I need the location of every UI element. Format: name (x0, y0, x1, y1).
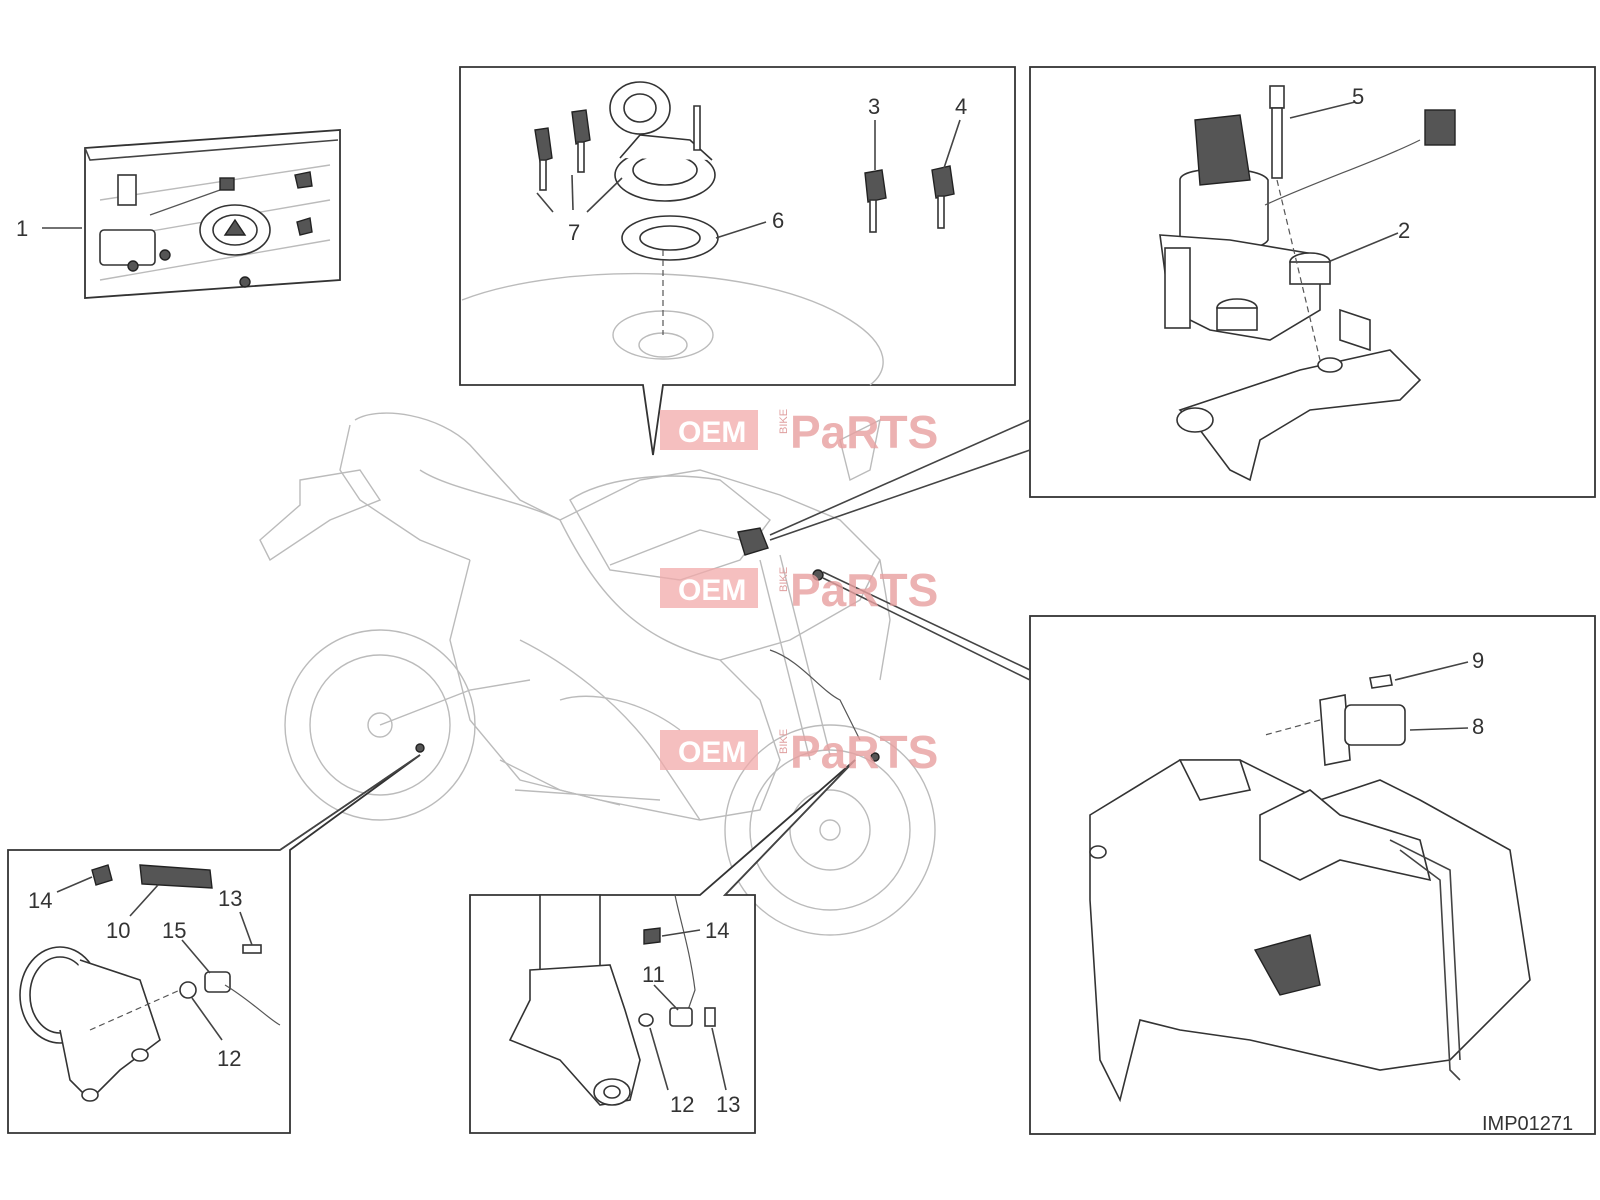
callout-12: 12 (217, 1046, 241, 1071)
callout-12: 12 (670, 1092, 694, 1117)
callout-4: 4 (955, 94, 967, 119)
callout-5: 5 (1352, 84, 1364, 109)
watermark-2: OEM BIKE PaRTS (660, 564, 938, 616)
front-sensor-part (638, 894, 716, 1027)
watermark-sub: BIKE (778, 729, 790, 754)
gasket-part (621, 215, 719, 261)
callout-13: 13 (716, 1092, 740, 1117)
ignition-switch-part (1159, 114, 1331, 341)
watermark-sub: BIKE (778, 409, 790, 434)
panel-fuel-cap (459, 66, 1016, 456)
watermark-sub: BIKE (778, 567, 790, 592)
callout-7: 7 (568, 220, 580, 245)
key-4-part (931, 165, 955, 229)
callout-10: 10 (106, 918, 130, 943)
fuel-cap-part (609, 81, 716, 202)
panel-sensor-box: IMP01271 (1029, 615, 1596, 1135)
panel-front-sensor (469, 759, 856, 1134)
callout-11: 11 (642, 962, 665, 987)
motorcycle-outline (259, 412, 936, 936)
watermark-brand: OEM (678, 736, 746, 769)
watermark-brand: OEM (678, 416, 746, 449)
watermark-brand: OEM (678, 574, 746, 607)
rear-sensor-part (179, 944, 281, 1026)
airbox-part (1089, 759, 1531, 1103)
panel-rear-sensor (7, 754, 421, 1134)
callout-13: 13 (218, 886, 242, 911)
key-3-part (864, 169, 887, 233)
keys-pair (534, 109, 591, 191)
kit-ignition-switch (99, 174, 171, 272)
watermark-word: PaRTS (790, 726, 938, 778)
panel-ignition-switch (1029, 66, 1596, 498)
watermark-1: OEM BIKE PaRTS (660, 406, 938, 458)
bolt-5-part (1269, 85, 1285, 179)
callout-3: 3 (868, 94, 880, 119)
callout-8: 8 (1472, 714, 1484, 739)
panel-key-kit (42, 129, 341, 299)
watermark-word: PaRTS (790, 564, 938, 616)
watermark-3: OEM BIKE PaRTS (660, 726, 938, 778)
watermark-word: PaRTS (790, 406, 938, 458)
bracket-part (1176, 308, 1422, 482)
fork-foot-part (508, 894, 641, 1106)
callout-9: 9 (1472, 648, 1484, 673)
sensor-part (1319, 674, 1406, 766)
callout-1: 1 (16, 216, 28, 241)
callout-2: 2 (1398, 218, 1410, 243)
diagram-code: IMP01271 (1482, 1113, 1573, 1135)
rear-bracket-part (19, 946, 161, 1102)
callout-14: 14 (705, 918, 729, 943)
callout-14: 14 (28, 888, 52, 913)
kit-fuel-cap (199, 204, 271, 256)
callout-6: 6 (772, 208, 784, 233)
callout-15: 15 (162, 918, 186, 943)
